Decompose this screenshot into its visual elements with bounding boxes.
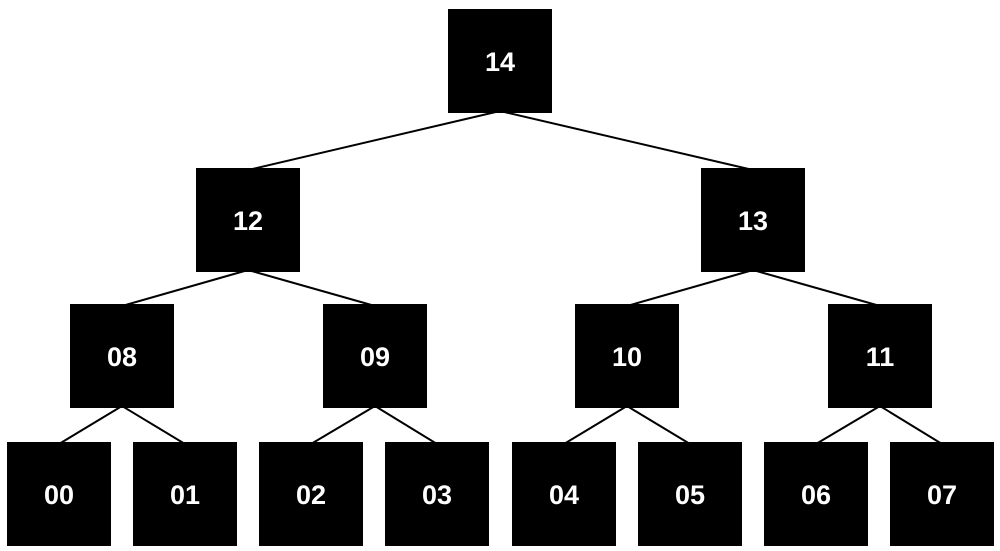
tree-node-04: 04 xyxy=(512,442,616,546)
tree-node-box xyxy=(323,304,427,408)
tree-node-05: 05 xyxy=(638,442,742,546)
tree-node-14: 14 xyxy=(448,9,552,113)
tree-node-label: 12 xyxy=(233,206,263,236)
tree-node-box xyxy=(7,442,111,546)
tree-edges xyxy=(58,110,943,445)
tree-node-10: 10 xyxy=(575,304,679,408)
tree-node-label: 00 xyxy=(44,480,74,510)
tree-node-01: 01 xyxy=(133,442,237,546)
tree-node-label: 01 xyxy=(170,480,200,510)
tree-node-label: 08 xyxy=(107,342,137,372)
tree-node-label: 10 xyxy=(612,342,642,372)
tree-edge-08-00 xyxy=(58,405,123,445)
tree-edge-11-06 xyxy=(815,405,881,445)
tree-edge-12-08 xyxy=(121,269,249,307)
tree-node-label: 02 xyxy=(296,480,326,510)
tree-edge-13-10 xyxy=(626,269,754,307)
tree-node-07: 07 xyxy=(890,442,994,546)
tree-node-label: 05 xyxy=(675,480,705,510)
tree-node-box xyxy=(196,168,300,272)
tree-node-box xyxy=(133,442,237,546)
tree-node-label: 07 xyxy=(927,480,957,510)
tree-node-13: 13 xyxy=(701,168,805,272)
tree-node-box xyxy=(828,304,932,408)
tree-node-label: 04 xyxy=(549,480,579,510)
tree-node-box xyxy=(448,9,552,113)
tree-node-label: 13 xyxy=(738,206,768,236)
tree-node-03: 03 xyxy=(385,442,489,546)
tree-node-box xyxy=(70,304,174,408)
tree-node-00: 00 xyxy=(7,442,111,546)
tree-node-box xyxy=(575,304,679,408)
tree-edge-14-12 xyxy=(247,110,501,171)
tree-node-label: 03 xyxy=(422,480,452,510)
tree-edge-14-13 xyxy=(499,110,754,171)
tree-edge-08-01 xyxy=(121,405,186,445)
tree-node-02: 02 xyxy=(259,442,363,546)
tree-node-box xyxy=(385,442,489,546)
tree-node-box xyxy=(259,442,363,546)
tree-node-08: 08 xyxy=(70,304,174,408)
tree-node-box xyxy=(701,168,805,272)
tree-edge-13-11 xyxy=(752,269,881,307)
tree-node-09: 09 xyxy=(323,304,427,408)
tree-edge-09-02 xyxy=(310,405,376,445)
tree-node-box xyxy=(638,442,742,546)
tree-edge-12-09 xyxy=(247,269,376,307)
tree-node-box xyxy=(764,442,868,546)
tree-node-box xyxy=(512,442,616,546)
tree-nodes: 14 12 13 08 09 10 11 00 01 02 03 04 05 06 07 xyxy=(7,9,994,546)
tree-node-12: 12 xyxy=(196,168,300,272)
tree-node-label: 14 xyxy=(485,47,515,77)
tree-edge-10-05 xyxy=(626,405,691,445)
tree-node-box xyxy=(890,442,994,546)
tree-node-label: 06 xyxy=(801,480,831,510)
tree-node-11: 11 xyxy=(828,304,932,408)
tree-node-label: 11 xyxy=(866,342,895,372)
tree-edge-10-04 xyxy=(563,405,628,445)
tree-edge-11-07 xyxy=(879,405,943,445)
tree-node-06: 06 xyxy=(764,442,868,546)
tree-node-label: 09 xyxy=(360,342,390,372)
tree-edge-09-03 xyxy=(374,405,438,445)
